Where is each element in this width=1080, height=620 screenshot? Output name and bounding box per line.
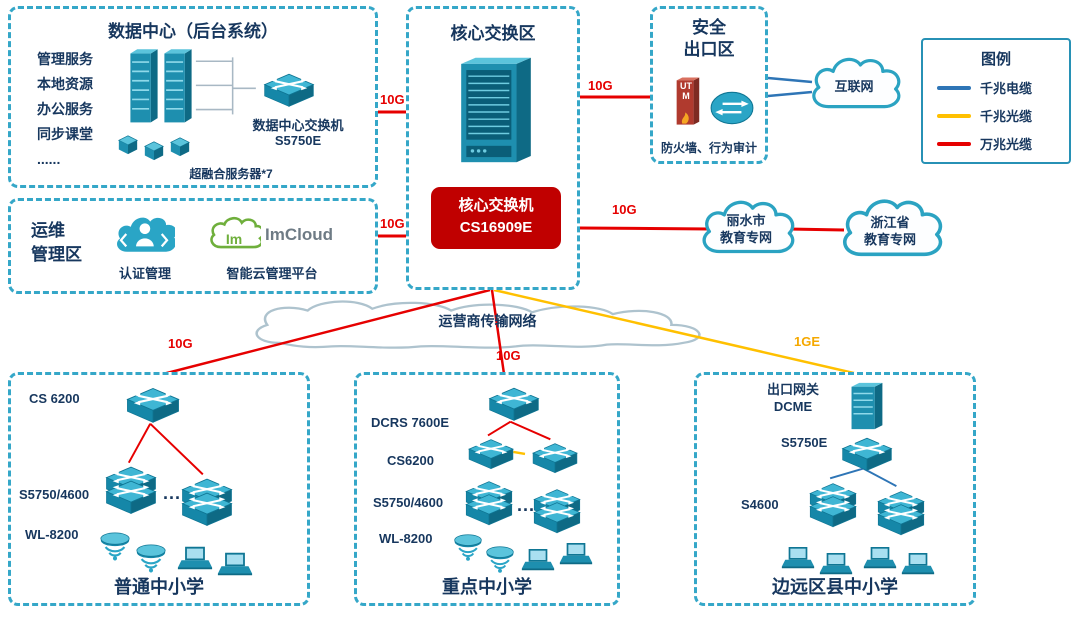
laptop-icon: [559, 541, 593, 567]
router-icon: [709, 89, 755, 127]
zone-core-switch: 核心交换区 核心交换机 CS16909E: [406, 6, 580, 290]
utm-label: UTM: [680, 81, 692, 101]
lishui-label: 丽水市 教育专网: [719, 213, 772, 245]
device-label-dcrs7600e: DCRS 7600E: [371, 415, 450, 430]
gigabit-copper-swatch: [937, 85, 971, 90]
ellipsis: ...: [163, 483, 182, 503]
label-10g-ops-core: 10G: [380, 216, 405, 231]
switch-icon: [529, 439, 581, 475]
hyperconverged-caption: 超融合服务器*7: [189, 167, 273, 181]
device-label-gateway: 出口网关 DCME: [766, 382, 819, 414]
school-title: 边远区县中小学: [772, 577, 898, 597]
zone-school-key: DCRS 7600E CS6200 S5750/4600 ... WL-8200…: [354, 372, 620, 606]
security-title: 安全 出口区: [683, 18, 735, 59]
zone-school-ordinary: CS 6200 S5750/4600 ... WL-8200 普通中小学: [8, 372, 310, 606]
label-1ge-school-right: 1GE: [794, 334, 821, 349]
school-title: 普通中小学: [114, 577, 204, 597]
datacenter-services: 管理服务 本地资源 办公服务 同步课堂 ......: [37, 47, 93, 172]
laptop-icon: [863, 545, 897, 571]
server-tower-icon: [161, 39, 195, 131]
internet-cloud: 互联网: [806, 48, 902, 122]
device-label-cs6200: CS 6200: [29, 391, 80, 406]
security-caption: 防火墙、行为审计: [660, 141, 757, 155]
access-switch-icon: [123, 383, 183, 425]
zhejiang-cloud: 浙江省 教育专网: [836, 188, 944, 272]
laptop-icon: [177, 545, 213, 572]
switch-stack-icon: [103, 461, 159, 517]
ellipsis: ...: [517, 495, 536, 515]
label-10g-core-lishui: 10G: [612, 202, 637, 217]
switch-stack-icon: [179, 473, 235, 529]
zone-security-exit: 安全 出口区 UTM 防火墙、行为审计: [650, 6, 768, 164]
label-10g-dc-core: 10G: [380, 92, 405, 107]
laptop-icon: [781, 545, 815, 571]
zhejiang-label: 浙江省 教育专网: [863, 215, 916, 247]
service-item: 本地资源: [37, 76, 93, 92]
device-label-wl8200: WL-8200: [379, 531, 433, 546]
switch-stack-icon: [807, 477, 859, 531]
label-10g-school-left: 10G: [168, 336, 193, 351]
gigabit-fiber-swatch: [937, 113, 971, 118]
legend-title: 图例: [980, 51, 1011, 68]
zone-school-remote: 出口网关 DCME S5750E S4600 边远区县中小学: [694, 372, 976, 606]
tengig-fiber-swatch: [937, 141, 971, 146]
datacenter-switch-icon: [261, 69, 317, 109]
auth-management-icon: [113, 209, 175, 259]
device-label-cs6200: CS6200: [387, 453, 434, 468]
core-badge-title: 核心交换机: [458, 197, 534, 214]
carrier-network-label: 运营商传输网络: [438, 313, 537, 329]
internet-label: 互联网: [834, 79, 874, 94]
platform-caption: 智能云管理平台: [226, 266, 318, 281]
legend: 图例 千兆电缆 千兆光缆 万兆光缆: [921, 38, 1071, 164]
ops-title: 运维 管理区: [31, 221, 82, 264]
label-10g-core-security: 10G: [588, 78, 613, 93]
wireless-ap-icon: [131, 543, 171, 577]
zone-datacenter: 数据中心（后台系统） 管理服务 本地资源 办公服务 同步课堂 ...... 超融…: [8, 6, 378, 188]
legend-item: 万兆光缆: [937, 134, 1069, 153]
imcloud-logo-text: Im: [225, 231, 243, 247]
server-cube-icon: [169, 135, 191, 157]
switch-icon: [465, 435, 517, 471]
server-cube-icon: [143, 139, 165, 161]
switch-stack-icon: [531, 483, 583, 537]
device-label-s5750: S5750/4600: [19, 487, 90, 502]
service-item: 管理服务: [37, 51, 93, 67]
wireless-ap-icon: [95, 531, 135, 565]
service-item: ......: [37, 151, 61, 167]
core-title: 核心交换区: [450, 24, 536, 43]
server-cube-icon: [117, 133, 139, 155]
imcloud-wordmark: ImCloud: [265, 225, 333, 244]
server-tower-icon: [127, 39, 161, 131]
device-label-s4600: S4600: [741, 497, 779, 512]
zone-ops-management: 运维 管理区 认证管理 Im ImCloud 智能云管理平台: [8, 198, 378, 294]
datacenter-switch-model: S5750E: [274, 133, 322, 148]
lishui-cloud: 丽水市 教育专网: [696, 190, 796, 268]
service-item: 办公服务: [37, 101, 93, 117]
legend-item: 千兆电缆: [937, 78, 1069, 97]
device-label-s5750e: S5750E: [781, 435, 828, 450]
datacenter-title: 数据中心（后台系统）: [108, 22, 278, 41]
core-switch-badge: 核心交换机 CS16909E: [431, 187, 561, 249]
link-core-lishui: [579, 226, 711, 231]
label-10g-school-mid: 10G: [496, 348, 521, 363]
auth-caption: 认证管理: [118, 266, 171, 281]
core-badge-model: CS16909E: [459, 219, 533, 236]
device-label-s5750: S5750/4600: [373, 495, 444, 510]
device-label-wl8200: WL-8200: [25, 527, 79, 542]
gateway-dcme-icon: [845, 379, 887, 433]
switch-stack-icon: [463, 475, 515, 529]
legend-item: 千兆光缆: [937, 106, 1069, 125]
laptop-icon: [521, 547, 555, 573]
switch-stack-icon: [875, 485, 927, 539]
core-access-switch-icon: [485, 383, 543, 423]
datacenter-switch-caption: 数据中心交换机: [252, 118, 344, 133]
core-switch-chassis-icon: [453, 53, 539, 169]
service-item: 同步课堂: [37, 126, 93, 142]
switch-icon: [839, 433, 895, 473]
school-title: 重点中小学: [442, 577, 532, 597]
